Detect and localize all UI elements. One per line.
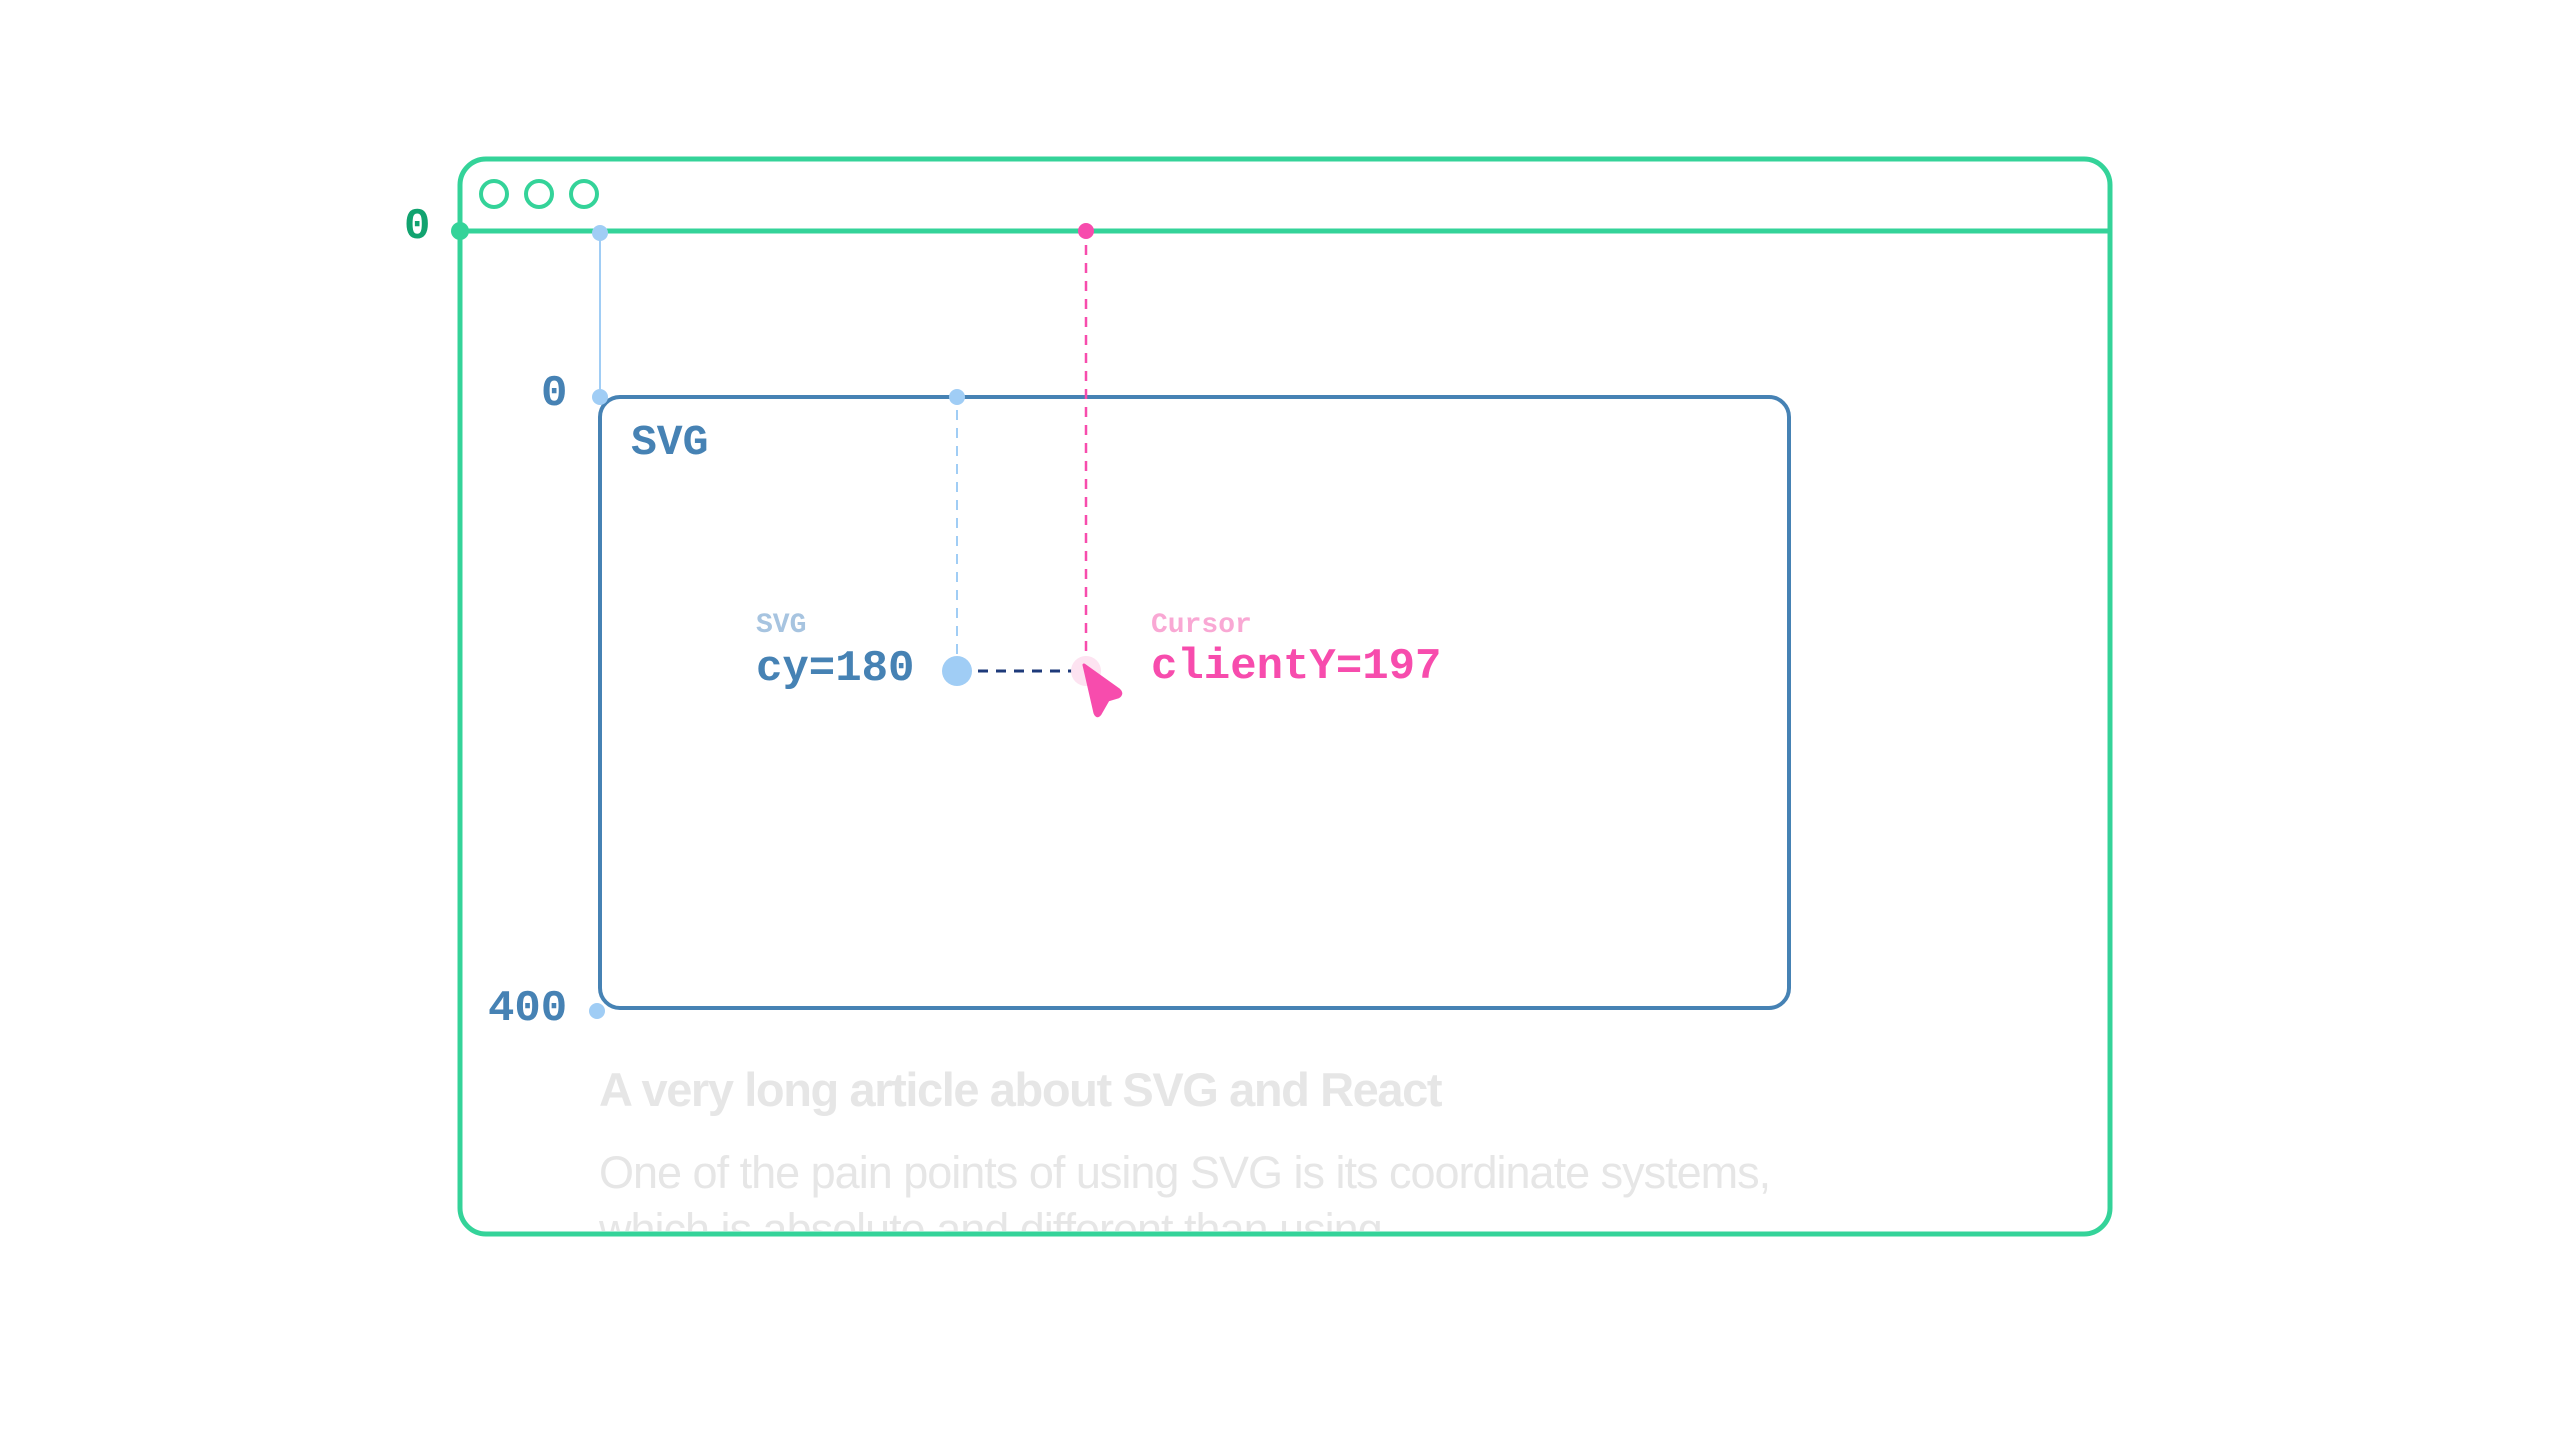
svg-offset-top-dot	[592, 225, 608, 241]
window-control-icon	[569, 179, 599, 209]
window-control-icon	[479, 179, 509, 209]
article-content: A very long article about SVG and React …	[462, 1040, 2106, 1231]
cursor-value: clientY=197	[1151, 642, 1442, 692]
article-paragraph: One of the pain points of using SVG is i…	[599, 1147, 1771, 1231]
svg-bottom-dot	[589, 1003, 605, 1019]
browser-origin-dot	[451, 222, 469, 240]
svg-top-label: 0	[541, 369, 568, 419]
cursor-top-dot	[1078, 223, 1094, 239]
svg-point-dot	[942, 656, 972, 686]
svg-box-title: SVG	[631, 418, 709, 467]
svg-origin-dot	[592, 389, 608, 405]
window-control-icon	[524, 179, 554, 209]
cursor-caption: Cursor	[1151, 610, 1252, 641]
browser-origin-label: 0	[404, 202, 431, 252]
svg-point-value: cy=180	[756, 644, 915, 694]
svg-point-top-dot	[949, 389, 965, 405]
article-heading: A very long article about SVG and React	[599, 1063, 1443, 1116]
svg-bottom-label: 400	[488, 984, 568, 1034]
cursor-arrow-icon	[1082, 663, 1123, 718]
svg-point-caption: SVG	[756, 610, 807, 641]
svg-box	[598, 395, 1791, 1010]
browser-window-frame	[457, 156, 2113, 1237]
